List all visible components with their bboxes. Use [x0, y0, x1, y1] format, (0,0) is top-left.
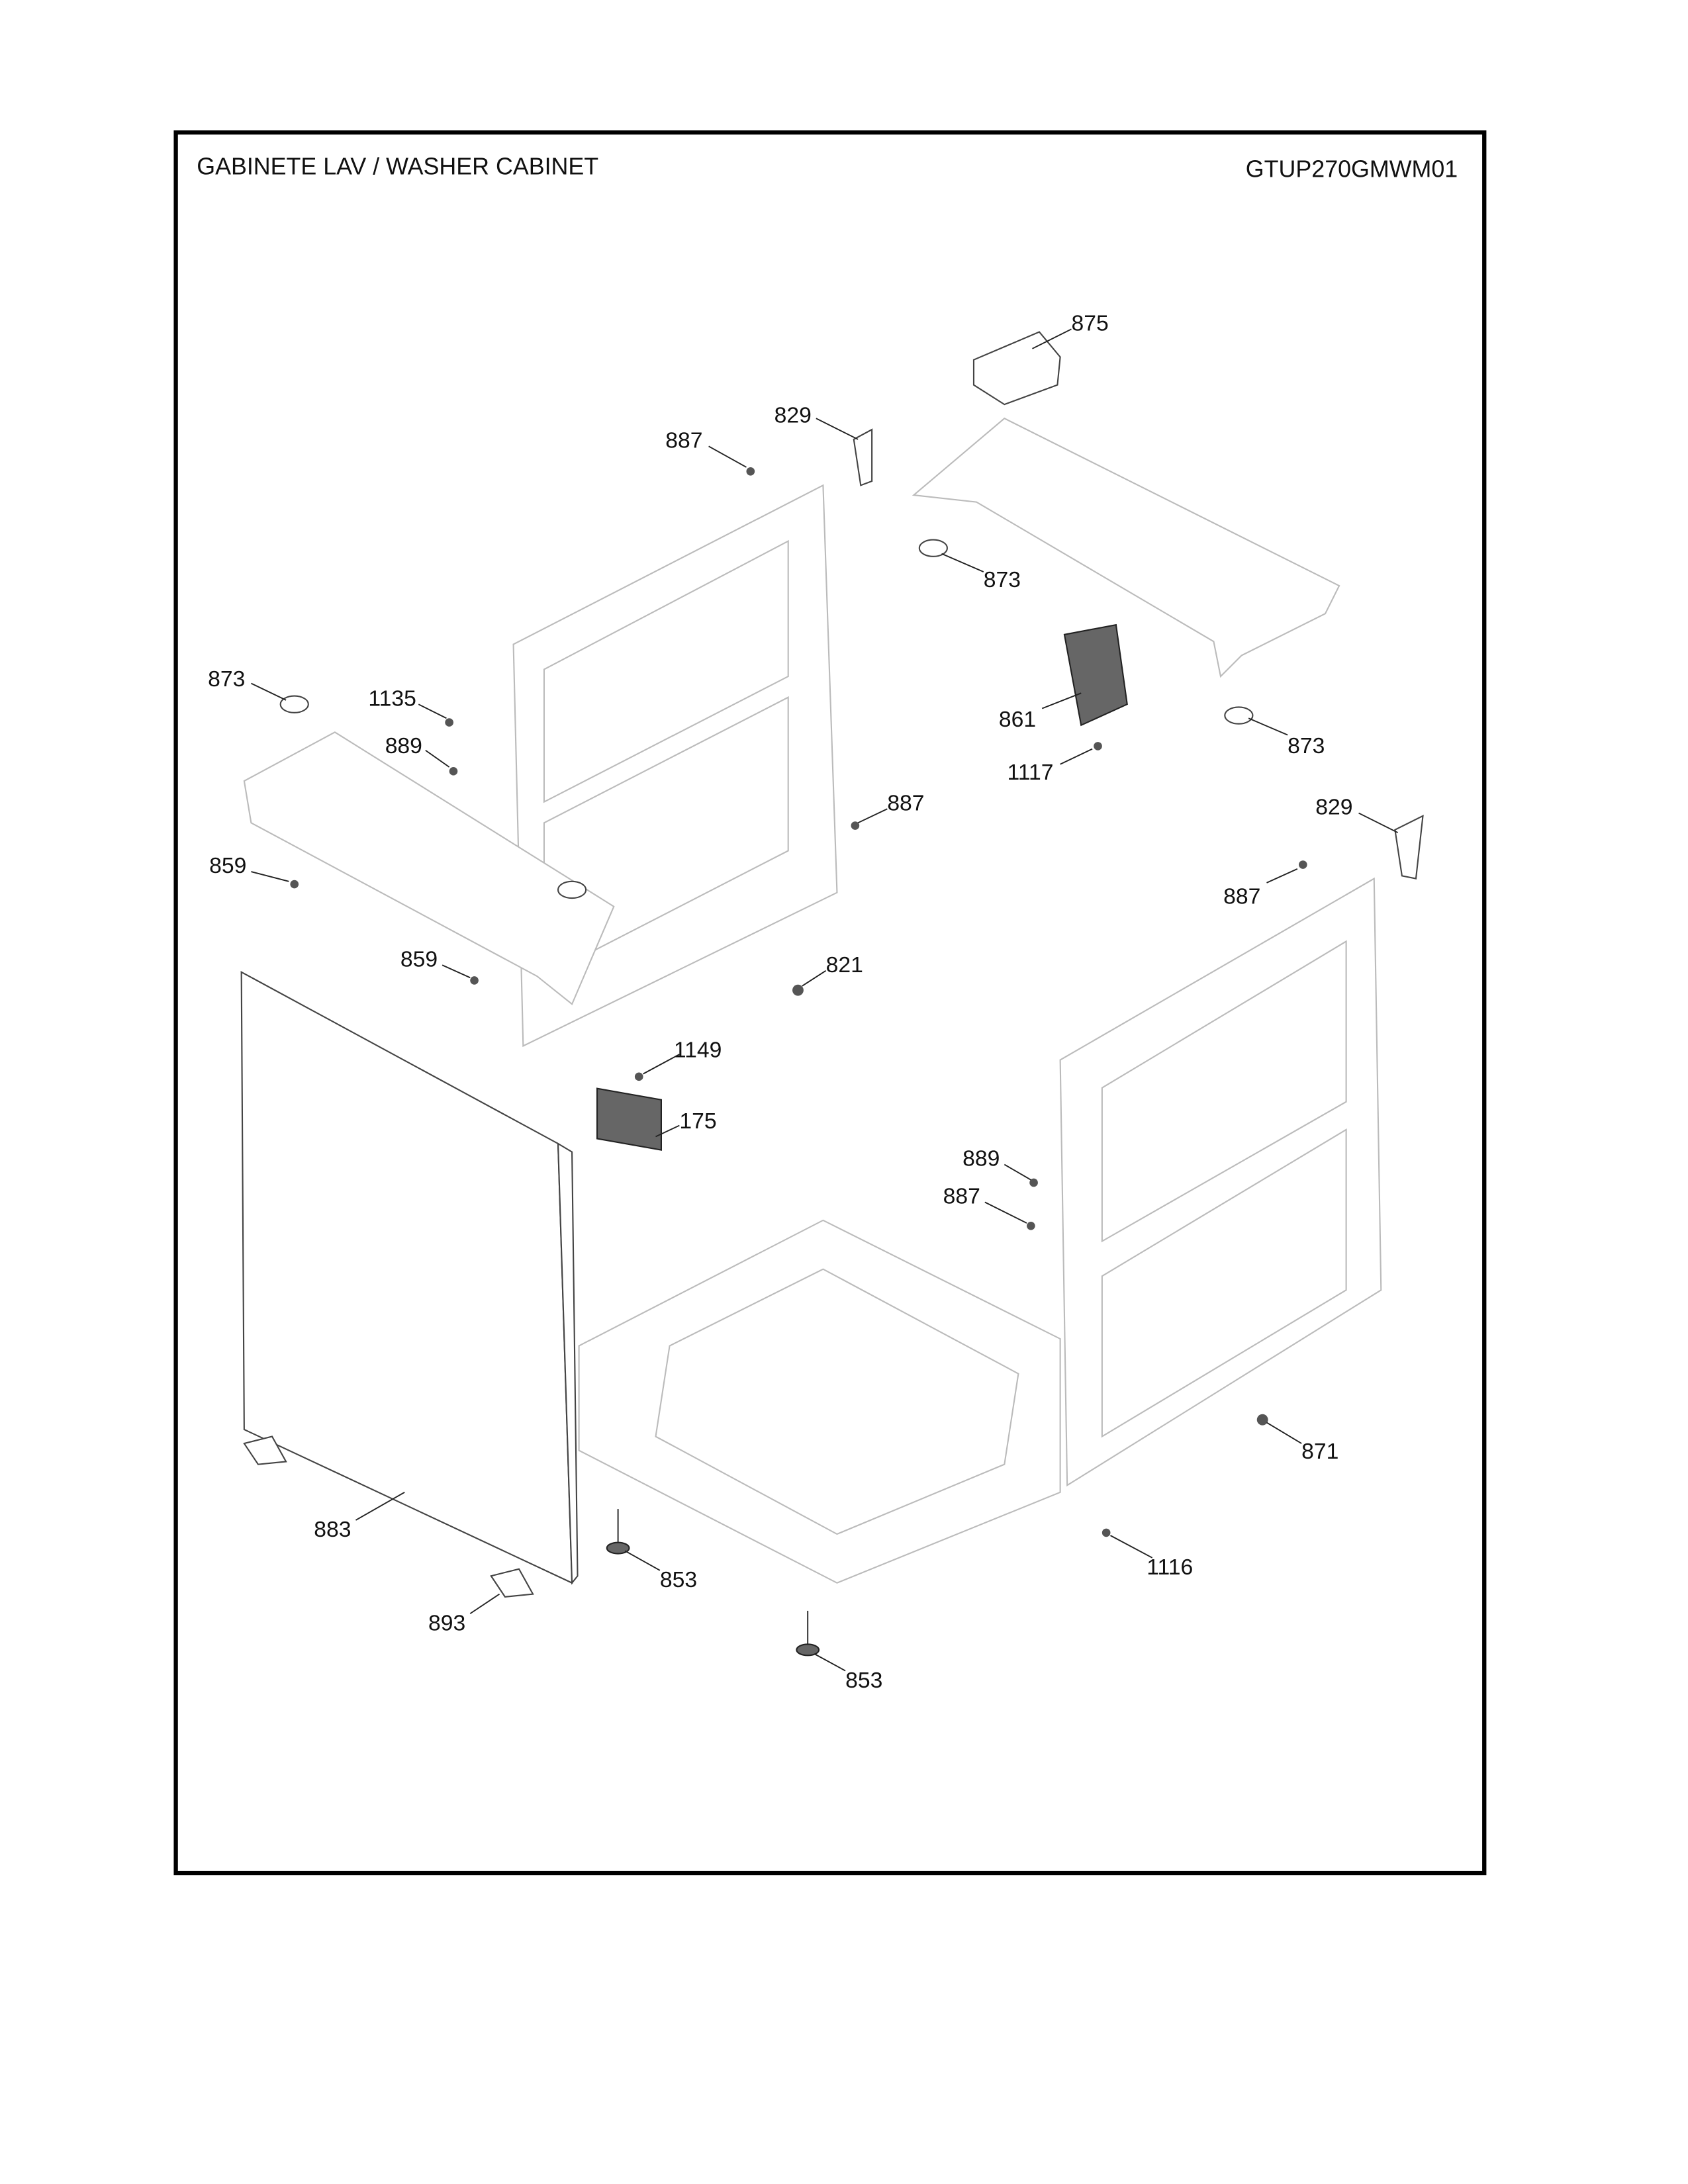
part-829-lower — [1394, 814, 1424, 880]
callout-859: 859 — [400, 946, 438, 972]
callout-175: 175 — [679, 1109, 716, 1134]
part-893-left — [243, 1435, 287, 1465]
callout-853: 853 — [660, 1567, 697, 1592]
callout-1135: 1135 — [368, 686, 416, 711]
part-873-right — [1224, 706, 1254, 725]
callout-887: 887 — [665, 428, 702, 453]
part-861 — [1063, 623, 1128, 727]
callout-853: 853 — [845, 1668, 882, 1693]
part-829-upper — [853, 428, 873, 486]
callout-887: 887 — [943, 1184, 980, 1209]
part-875 — [972, 331, 1061, 406]
callout-893: 893 — [428, 1610, 465, 1635]
base-frame — [578, 1219, 1061, 1584]
part-175 — [596, 1087, 662, 1151]
callout-labels: 875 829 887 873 873 1135 889 861 1117 87… — [208, 310, 1352, 1692]
diagram-frame — [173, 130, 1487, 1876]
model-number: GTUP270GMWM01 — [1246, 156, 1458, 183]
callout-873: 873 — [208, 666, 245, 692]
callout-887: 887 — [887, 790, 924, 815]
part-873-mid — [557, 880, 587, 899]
diagram-title: GABINETE LAV / WASHER CABINET — [197, 153, 598, 179]
front-panel — [240, 970, 579, 1585]
callout-1116: 1116 — [1147, 1555, 1193, 1580]
callout-887: 887 — [1223, 884, 1260, 909]
top-rear-bracket — [912, 417, 1340, 678]
leader-lines — [250, 328, 1399, 1672]
part-893 — [490, 1568, 534, 1598]
callout-875: 875 — [1071, 310, 1108, 336]
part-873-left — [279, 695, 309, 713]
callout-871: 871 — [1301, 1439, 1338, 1464]
callout-859: 859 — [209, 853, 246, 878]
callout-873: 873 — [1288, 733, 1325, 758]
callout-873: 873 — [984, 567, 1021, 592]
callout-829: 829 — [1315, 795, 1352, 820]
callout-889: 889 — [385, 733, 422, 758]
callout-861: 861 — [999, 707, 1036, 732]
callout-883: 883 — [314, 1517, 351, 1542]
top-front-brace — [243, 731, 615, 1005]
callout-1117: 1117 — [1008, 760, 1054, 785]
callout-821: 821 — [826, 952, 863, 978]
leveling-leg-1 — [606, 1509, 630, 1555]
callout-889: 889 — [962, 1146, 1000, 1171]
right-side-panel — [1059, 877, 1382, 1487]
callout-829: 829 — [774, 403, 812, 428]
part-873-top — [918, 539, 948, 557]
callout-1149: 1149 — [674, 1037, 722, 1062]
leveling-leg-2 — [796, 1610, 820, 1657]
